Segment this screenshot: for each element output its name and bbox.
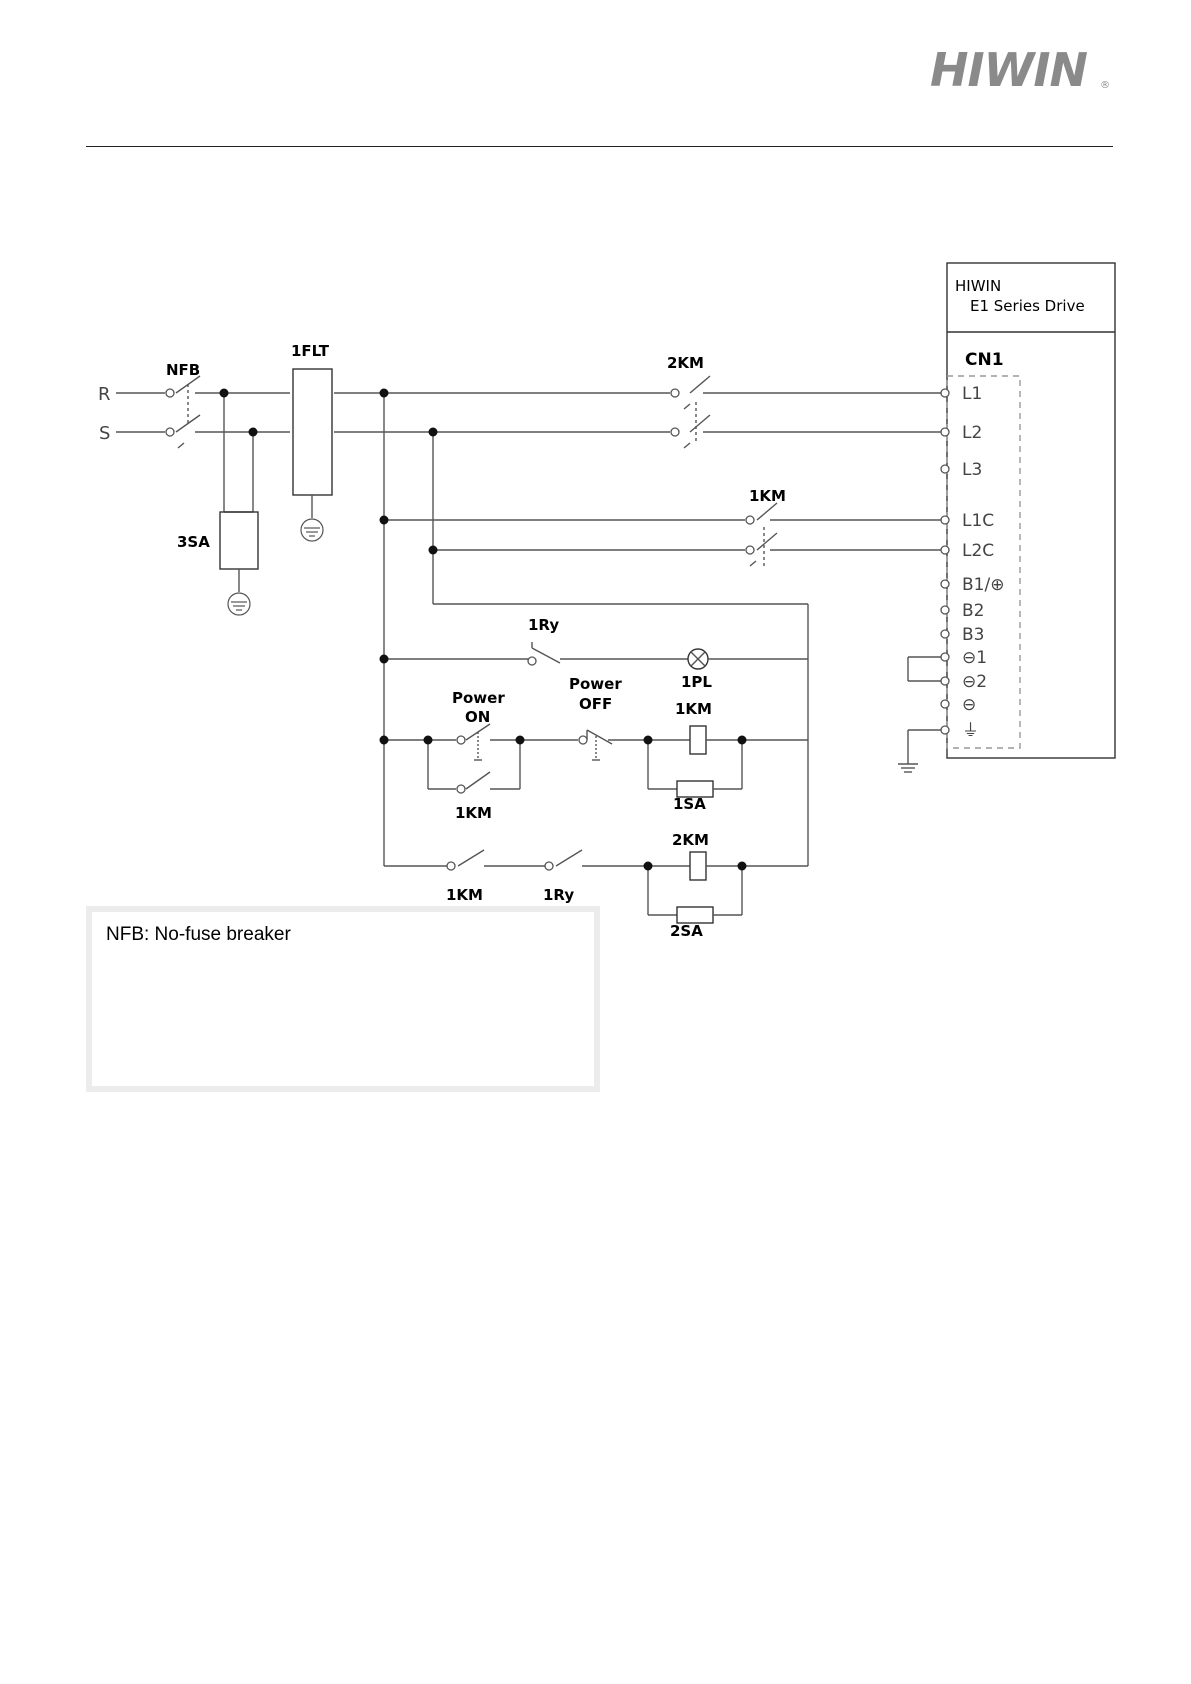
terminal-ground: ⏚ bbox=[962, 721, 979, 741]
km2-s-blade bbox=[690, 415, 710, 432]
input-r-label: R bbox=[98, 384, 111, 405]
power-off-label-2: OFF bbox=[579, 695, 612, 713]
nfb-label: NFB bbox=[166, 361, 200, 379]
sa3-label: 3SA bbox=[177, 533, 210, 551]
power-on-label-1: Power bbox=[452, 689, 505, 707]
km1-main-label: 1KM bbox=[749, 487, 786, 505]
km1-l1c-blade bbox=[757, 503, 777, 520]
km1-l2c-blade bbox=[757, 533, 777, 550]
terminal-l1c: L1C bbox=[962, 511, 994, 531]
power-on-label-2: ON bbox=[465, 708, 490, 726]
drive-title-2: E1 Series Drive bbox=[970, 297, 1085, 315]
power-off-label-1: Power bbox=[569, 675, 622, 693]
ground-symbols bbox=[228, 519, 323, 615]
km2-main-label: 2KM bbox=[667, 354, 704, 372]
cn1-label: CN1 bbox=[965, 350, 1004, 370]
km1-coil-label: 1KM bbox=[675, 700, 712, 718]
ry1-bottom-label: 1Ry bbox=[543, 886, 574, 904]
terminal-b1: B1/⊕ bbox=[962, 575, 1004, 595]
sa1-label: 1SA bbox=[673, 795, 706, 813]
km2-r-blade bbox=[690, 376, 710, 393]
input-labels: R S bbox=[98, 384, 111, 444]
terminal-l2: L2 bbox=[962, 423, 982, 443]
km1-coil bbox=[690, 726, 706, 754]
terminal-l3: L3 bbox=[962, 460, 982, 480]
km1-hold-label: 1KM bbox=[455, 804, 492, 822]
filter-box bbox=[293, 369, 332, 495]
terminal-b2: B2 bbox=[962, 601, 984, 621]
power-off-blade bbox=[587, 730, 612, 744]
km2-coil-label: 2KM bbox=[672, 831, 709, 849]
cn1-dashed-box bbox=[947, 376, 1020, 748]
terminal-labels: L1 L2 L3 L1C L2C B1/⊕ B2 B3 ⊖1 ⊖2 ⊖ ⏚ bbox=[962, 384, 1004, 741]
terminal-minus2: ⊖2 bbox=[962, 672, 987, 692]
terminal-l2c: L2C bbox=[962, 541, 994, 561]
legend-nfb-note: NFB: No-fuse breaker bbox=[106, 924, 291, 946]
drive-title-1: HIWIN bbox=[955, 277, 1001, 295]
terminal-l1: L1 bbox=[962, 384, 982, 404]
input-s-label: S bbox=[99, 423, 110, 444]
nfb-s-blade bbox=[176, 415, 200, 432]
km2-coil bbox=[690, 852, 706, 880]
flt-label: 1FLT bbox=[291, 342, 330, 360]
terminal-b3: B3 bbox=[962, 625, 984, 645]
junction-dots bbox=[220, 389, 747, 871]
terminal-minus1: ⊖1 bbox=[962, 648, 987, 668]
sa2-box bbox=[677, 907, 713, 923]
terminal-minus: ⊖ bbox=[962, 695, 976, 715]
km1-bottom-label: 1KM bbox=[446, 886, 483, 904]
sa2-label: 2SA bbox=[670, 922, 703, 940]
pl1-label: 1PL bbox=[681, 673, 712, 691]
wiring-diagram: HIWIN E1 Series Drive CN1 NFB 1FLT 3SA 2… bbox=[0, 0, 1191, 1000]
ry1-top-label: 1Ry bbox=[528, 616, 559, 634]
legend-box: NFB: No-fuse breaker bbox=[86, 906, 600, 1092]
